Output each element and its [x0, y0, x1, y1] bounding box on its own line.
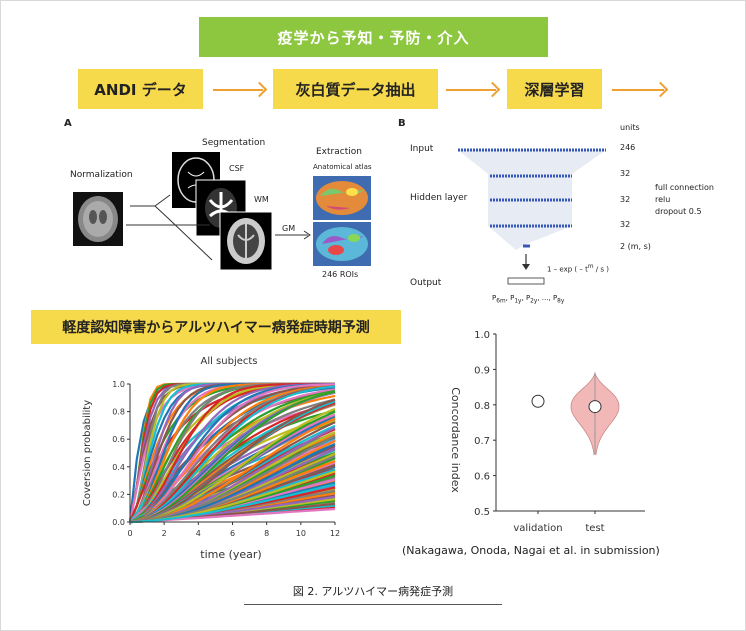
- subject-curve: [129, 390, 336, 524]
- desc-dropout: dropout 0.5: [655, 207, 702, 216]
- y-tick-label: 0.4: [112, 463, 125, 472]
- x-tick-label: 6: [230, 529, 235, 538]
- y-tick-label: 0.5: [474, 507, 490, 518]
- subject-curve: [129, 483, 336, 524]
- pipeline-arrow-2: [446, 89, 496, 91]
- concordance-chart: 0.5 0.6 0.7 0.8 0.9 1.0 validation test Concord…: [449, 330, 645, 534]
- rois-label: 246 ROIs: [322, 270, 359, 279]
- y-tick-label: 0.8: [112, 408, 125, 417]
- concordance-ylabel: Concordance index: [449, 387, 462, 493]
- segmentation-label: Segmentation: [202, 138, 266, 148]
- y-tick-label: 1.0: [112, 380, 125, 389]
- x-tick-label: 12: [330, 529, 340, 538]
- normalization-label: Normalization: [70, 170, 133, 180]
- top-banner: 疫学から予知・予防・介入: [199, 17, 548, 57]
- category-label: test: [585, 523, 604, 534]
- subject-curve: [129, 383, 336, 524]
- units-32-a: 32: [620, 169, 631, 178]
- input-label: Input: [410, 144, 434, 154]
- units-32-c: 32: [620, 220, 631, 229]
- units-246: 246: [620, 143, 636, 152]
- pipeline-arrow-1: [213, 89, 263, 91]
- csf-label: CSF: [229, 164, 245, 173]
- chart-lines: [128, 382, 336, 524]
- y-tick-label: 0.9: [474, 365, 490, 376]
- probability-outputs: P6m, P1y, P2y, ..., P8y: [492, 294, 565, 305]
- figure-caption: 図 2. アルツハイマー病発症予測: [292, 585, 454, 598]
- gm-label: GM: [282, 224, 296, 233]
- test-point: [588, 400, 602, 414]
- x-tick-label: 4: [196, 529, 201, 538]
- y-tick-label: 0.6: [112, 435, 125, 444]
- chart-ylabel: Coversion probability: [82, 400, 93, 506]
- subject-curve: [129, 385, 336, 524]
- validation-point: [531, 394, 545, 408]
- panel-b-letter: B: [398, 118, 406, 129]
- y-tick-label: 0.7: [474, 436, 490, 447]
- y-tick-label: 0.6: [474, 472, 490, 483]
- pipeline-step-deep-learning: 深層学習: [507, 69, 602, 109]
- y-tick-label: 0.0: [112, 518, 125, 527]
- x-tick-label: 2: [162, 529, 167, 538]
- chart-xlabel: time (year): [200, 548, 261, 561]
- chart-title: All subjects: [200, 356, 257, 367]
- desc-relu: relu: [655, 195, 671, 204]
- hidden-layer-label: Hidden layer: [410, 193, 468, 203]
- network-graphics: [458, 148, 606, 285]
- output-box: [507, 277, 545, 285]
- output-label: Output: [410, 278, 442, 288]
- pipeline-step-extraction: 灰白質データ抽出: [273, 69, 438, 109]
- x-tick-label: 0: [127, 529, 132, 538]
- units-2: 2 (m, s): [620, 242, 651, 251]
- conversion-probability-chart: All subjects 0 2 4 6 8 10 12 0.0 0.2 0.4 0.6 0.8 1.0…: [82, 356, 340, 561]
- y-tick-label: 1.0: [474, 330, 490, 341]
- panel-a-graphics: [73, 152, 371, 271]
- x-tick-label: 8: [264, 529, 269, 538]
- wm-label: WM: [254, 195, 269, 204]
- concordance-axes: 0.5 0.6 0.7 0.8 0.9 1.0 validation test: [474, 330, 645, 534]
- x-tick-label: 10: [296, 529, 306, 538]
- prediction-title: 軽度認知障害からアルツハイマー病発症時期予測: [31, 310, 401, 344]
- y-tick-label: 0.8: [474, 401, 490, 412]
- desc-full-connection: full connection: [655, 183, 714, 192]
- panel-a-letter: A: [64, 118, 72, 129]
- units-32-b: 32: [620, 195, 631, 204]
- chart-axes: 0 2 4 6 8 10 12 0.0 0.2 0.4 0.6 0.8 1.0: [112, 380, 340, 538]
- pipeline-arrow-3: [612, 89, 664, 91]
- y-tick-label: 0.2: [112, 490, 125, 499]
- atlas-label: Anatomical atlas: [313, 163, 372, 171]
- citation: (Nakagawa, Onoda, Nagai et al. in submis…: [402, 544, 660, 557]
- concordance-marks: [531, 371, 620, 455]
- units-label: units: [620, 123, 640, 132]
- pipeline-step-andi: ANDI データ: [78, 69, 203, 109]
- formula: 1 – exp ( – tm / s ): [547, 264, 609, 274]
- caption-underline: [244, 604, 502, 605]
- category-label: validation: [513, 523, 562, 534]
- extraction-label: Extraction: [316, 147, 362, 157]
